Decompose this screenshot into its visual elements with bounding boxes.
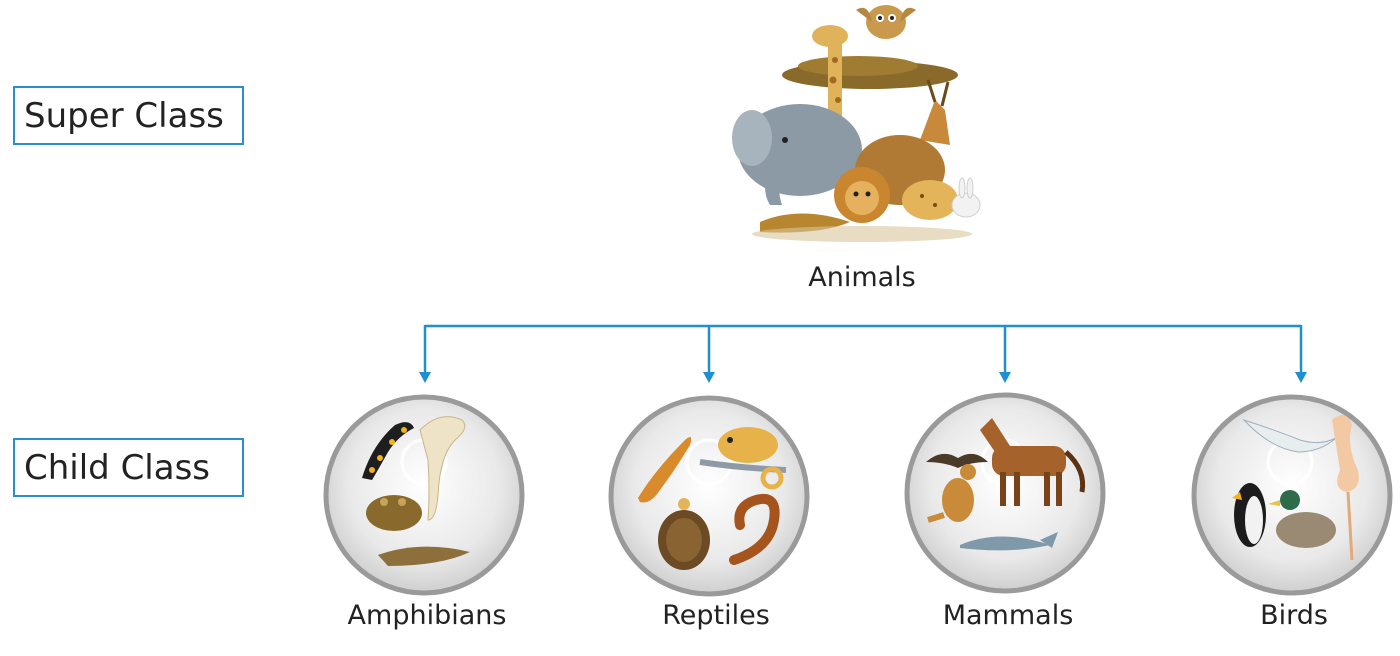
child-label-mammals: Mammals [942,600,1074,631]
child-label-reptiles: Reptiles [662,600,770,631]
mammals-circle [904,392,1106,594]
arrow-birds [1295,372,1307,383]
animals-group-icon [732,5,981,242]
reptiles-circle [608,395,810,597]
connector-lines [423,324,1303,376]
root-label: Animals [808,262,916,293]
amphibians-circle [323,394,525,596]
arrow-mammals [999,372,1011,383]
arrow-amphibians [419,372,431,383]
amphibians-icon [362,416,470,566]
child-class-label: Child Class [13,438,244,497]
birds-icon [1232,415,1359,561]
arrowheads [419,372,1307,383]
mammals-icon [926,418,1086,551]
birds-circle [1191,394,1393,596]
child-label-amphibians: Amphibians [347,600,507,631]
child-label-birds: Birds [1260,600,1328,631]
super-class-label: Super Class [13,86,244,145]
arrow-reptiles [703,372,715,383]
reptiles-icon [638,427,787,570]
